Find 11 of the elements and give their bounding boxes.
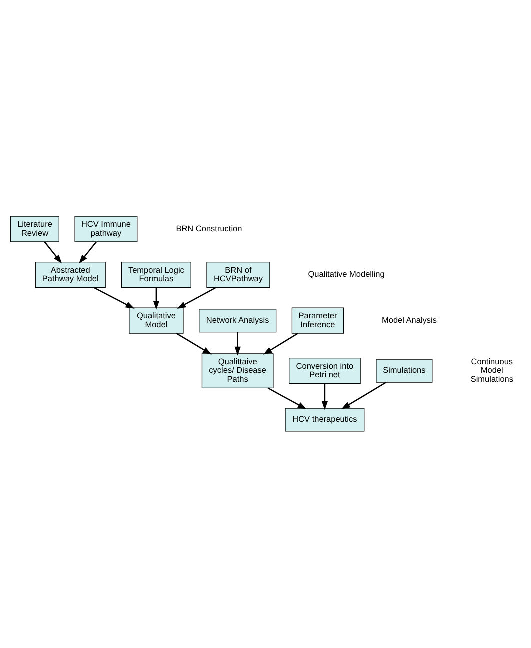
arrow xyxy=(234,332,241,356)
arrow xyxy=(44,242,62,264)
arrow xyxy=(79,242,97,264)
arrow xyxy=(153,288,160,310)
arrow xyxy=(176,333,212,355)
arrow xyxy=(94,287,135,309)
arrow xyxy=(177,287,216,309)
arrow xyxy=(268,388,307,410)
arrow xyxy=(342,382,387,410)
arrow xyxy=(322,384,328,410)
arrow xyxy=(263,333,298,355)
